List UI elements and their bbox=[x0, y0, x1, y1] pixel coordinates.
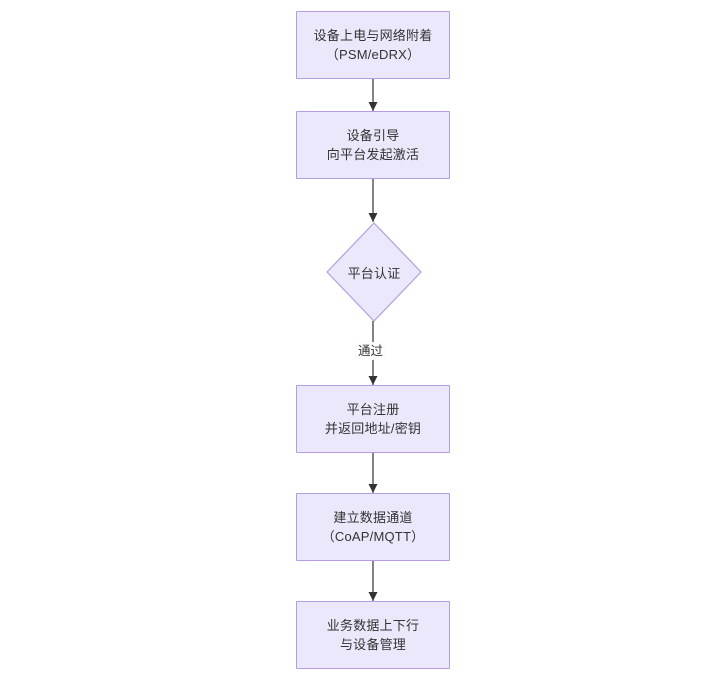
node-device-bootstrap-activation[interactable]: 设备引导 向平台发起激活 bbox=[296, 111, 450, 179]
node-line-1: 平台注册 bbox=[346, 401, 400, 417]
node-line-2: （CoAP/MQTT） bbox=[321, 529, 425, 544]
node-line-1: 设备上电与网络附着 bbox=[313, 27, 433, 43]
node-line-1: 业务数据上下行 bbox=[326, 617, 420, 633]
node-establish-data-channel[interactable]: 建立数据通道 （CoAP/MQTT） bbox=[296, 493, 450, 561]
node-business-data-uplink-downlink-device-management[interactable]: 业务数据上下行 与设备管理 bbox=[296, 601, 450, 669]
node-line-1: 平台认证 bbox=[347, 265, 401, 281]
node-platform-registration-return-address-key[interactable]: 平台注册 并返回地址/密钥 bbox=[296, 385, 450, 453]
node-line-2: 向平台发起激活 bbox=[326, 147, 420, 162]
diamond-shape bbox=[326, 222, 422, 322]
node-power-on-network-attach[interactable]: 设备上电与网络附着 （PSM/eDRX） bbox=[296, 11, 450, 79]
node-line-1: 设备引导 bbox=[346, 127, 400, 143]
node-line-2: 与设备管理 bbox=[339, 637, 406, 652]
edge-label-pass: 通过 bbox=[355, 342, 387, 360]
node-line-1: 建立数据通道 bbox=[333, 509, 413, 525]
node-line-2: （PSM/eDRX） bbox=[325, 47, 421, 62]
node-line-2: 并返回地址/密钥 bbox=[324, 421, 422, 436]
node-platform-authentication-decision[interactable]: 平台认证 bbox=[326, 222, 422, 322]
